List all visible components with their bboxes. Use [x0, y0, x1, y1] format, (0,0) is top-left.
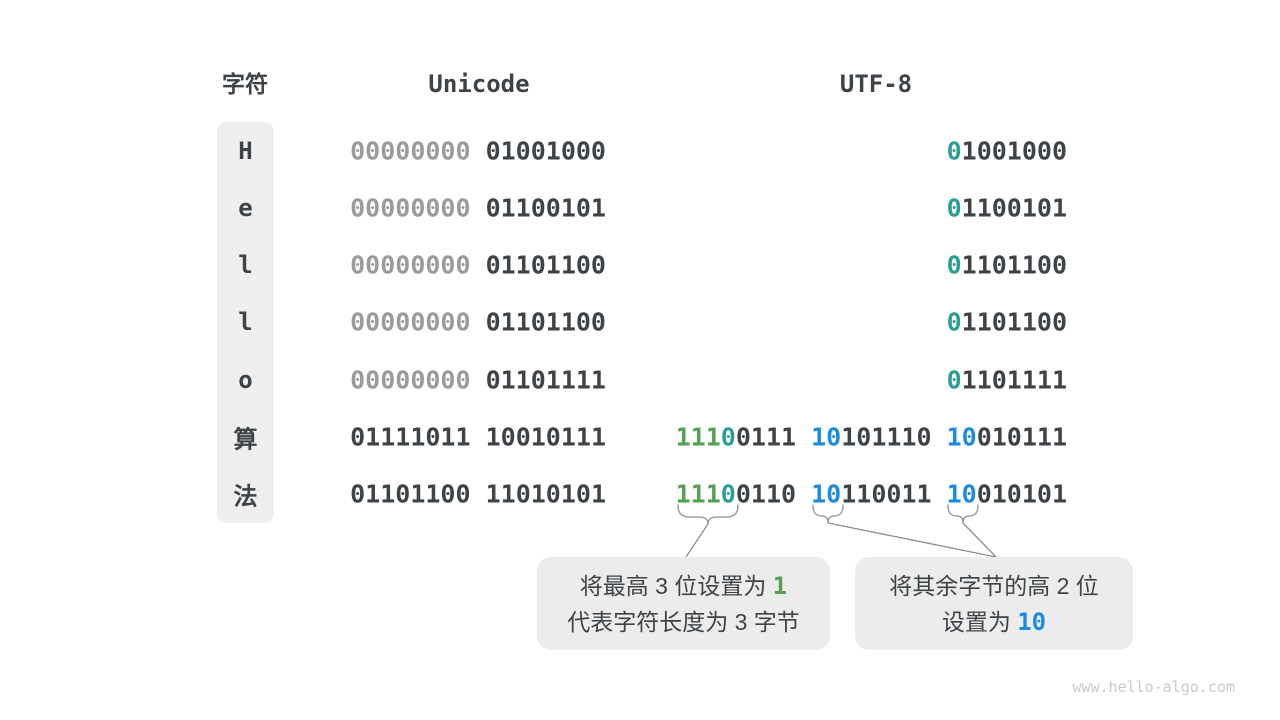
bit-segment-teal: 0 [720, 479, 736, 509]
connector-line-middle [827, 522, 997, 558]
unicode-value: 00000000 01101100 [350, 308, 606, 337]
character-cell: l [238, 308, 253, 337]
unicode-value: 01111011 10010111 [350, 423, 606, 452]
utf8-value: 01101111 [947, 365, 1067, 394]
watermark: www.hello-algo.com [1072, 678, 1235, 696]
callout-line: 代表字符长度为 3 字节 [567, 606, 800, 638]
bit-segment-dark: 010111 [976, 422, 1067, 452]
callout-text: 设置为 [941, 608, 1018, 635]
unicode-value: 00000000 01001000 [350, 136, 606, 165]
column-header-unicode: Unicode [428, 70, 530, 98]
utf8-value: 11100110 10110011 10010101 [676, 480, 1067, 509]
bit-segment-dark: 1001000 [961, 136, 1067, 166]
bit-segment-gray: 00000000 [350, 365, 486, 395]
bit-segment-dark: 1101100 [961, 307, 1067, 337]
bit-segment-dark: 0111 [735, 422, 812, 452]
bit-segment-teal: 0 [720, 422, 736, 452]
bit-segment-dark: 101110 [841, 422, 947, 452]
bit-segment-blue: 10 [946, 422, 977, 452]
bit-segment-gray: 00000000 [350, 136, 486, 166]
bit-segment-dark: 01001000 [485, 136, 606, 166]
character-cell: e [238, 193, 253, 222]
bit-segment-dark: 01111011 10010111 [350, 422, 606, 452]
bit-segment-dark: 01101100 11010101 [350, 479, 606, 509]
bit-segment-dark: 010101 [976, 479, 1067, 509]
callout-text: 代表字符长度为 3 字节 [567, 608, 800, 635]
column-header-utf8: UTF-8 [839, 70, 913, 98]
unicode-value: 00000000 01101111 [350, 365, 606, 394]
callout-text: 将其余字节的高 2 位 [889, 572, 1099, 599]
bit-segment-teal: 0 [946, 307, 962, 337]
bit-segment-teal: 0 [946, 365, 962, 395]
bit-segment-dark: 01100101 [485, 193, 606, 223]
bit-segment-teal: 0 [946, 193, 962, 223]
bit-segment-dark: 110011 [841, 479, 947, 509]
bit-segment-teal: 0 [946, 136, 962, 166]
utf8-value: 01001000 [947, 136, 1067, 165]
bit-segment-dark: 1101111 [961, 365, 1067, 395]
bit-segment-blue: 10 [811, 422, 842, 452]
callout-line: 设置为 10 [942, 606, 1046, 638]
utf8-value: 01101100 [947, 251, 1067, 280]
character-cell: l [238, 251, 253, 280]
callout-line: 将最高 3 位设置为 1 [580, 570, 787, 602]
bit-segment-dark: 01101100 [485, 307, 606, 337]
connector-line-left [685, 523, 709, 558]
bit-segment-dark: 01101100 [485, 250, 606, 280]
bit-segment-gray: 00000000 [350, 250, 486, 280]
bit-segment-dark: 01101111 [485, 365, 606, 395]
bit-segment-blue: 10 [811, 479, 842, 509]
bit-segment-blue: 10 [946, 479, 977, 509]
bit-segment-green: 111 [675, 479, 721, 509]
unicode-value: 00000000 01100101 [350, 193, 606, 222]
callout-emphasis-blue: 10 [1017, 607, 1047, 636]
character-cell: H [238, 136, 253, 165]
callout-text: 将最高 3 位设置为 [579, 572, 773, 599]
bit-segment-dark: 1101100 [961, 250, 1067, 280]
callout-continuation-bytes: 将其余字节的高 2 位 设置为 10 [855, 557, 1133, 650]
bit-segment-gray: 00000000 [350, 307, 486, 337]
callout-line: 将其余字节的高 2 位 [889, 570, 1099, 602]
connector-line-right [962, 522, 997, 558]
unicode-value: 00000000 01101100 [350, 251, 606, 280]
utf8-value: 01101100 [947, 308, 1067, 337]
bit-segment-dark: 1100101 [961, 193, 1067, 223]
unicode-value: 01101100 11010101 [350, 480, 606, 509]
bit-segment-gray: 00000000 [350, 193, 486, 223]
character-cell: 法 [233, 482, 258, 511]
bit-segment-dark: 0110 [735, 479, 812, 509]
character-column-background [217, 122, 274, 523]
utf8-value: 01100101 [947, 193, 1067, 222]
character-cell: o [238, 365, 253, 394]
bit-segment-green: 111 [675, 422, 721, 452]
character-cell: 算 [233, 425, 258, 454]
callout-emphasis-green: 1 [772, 571, 788, 600]
utf8-value: 11100111 10101110 10010111 [676, 423, 1067, 452]
callout-leading-byte: 将最高 3 位设置为 1 代表字符长度为 3 字节 [537, 557, 830, 650]
column-header-character: 字符 [222, 71, 268, 97]
bit-segment-teal: 0 [946, 250, 962, 280]
